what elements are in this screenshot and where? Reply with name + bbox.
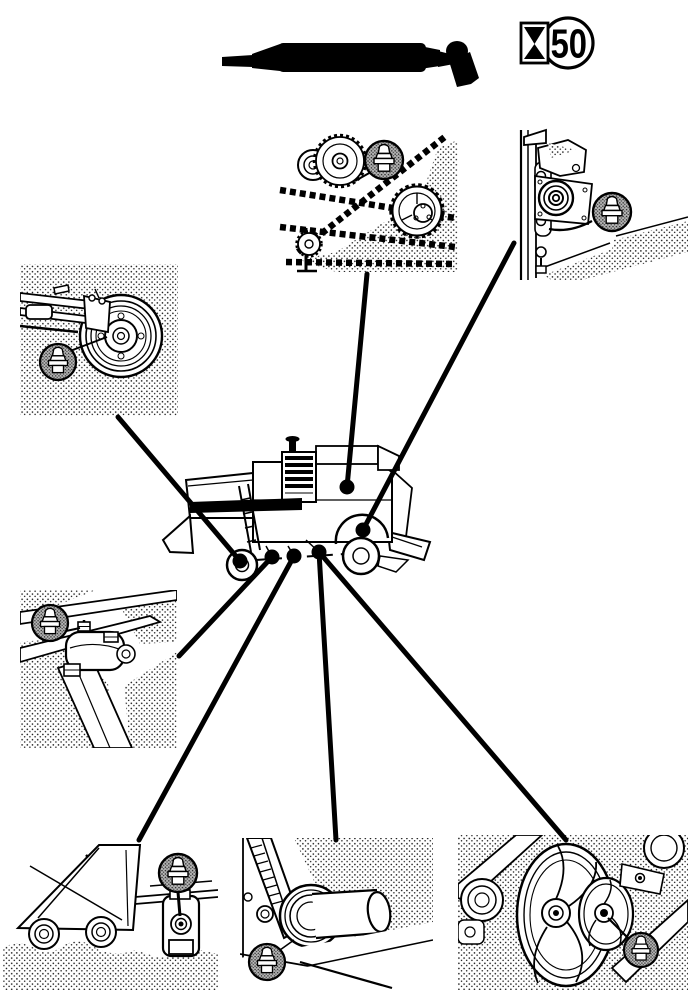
grease-pointer-line (548, 219, 593, 232)
grease-pointer-line (279, 939, 295, 951)
inset-pivot-roller (3, 844, 218, 990)
grease-point-dot-rear-axle (355, 522, 371, 538)
hourglass-icon (524, 27, 545, 59)
grease-pointer-line (176, 891, 182, 917)
combine-harvester (161, 436, 432, 582)
crop-divider (161, 513, 195, 555)
inset-chain-drive (279, 133, 458, 273)
grease-fitting-icon-wheel-hub (38, 342, 78, 382)
grease-fitting-icon-chain-drive (363, 139, 405, 181)
rear-wheel (341, 536, 381, 576)
inset-shaft-bearing (20, 590, 177, 748)
inset-pulley-shaft (240, 838, 433, 990)
grease-pointer-line (65, 627, 81, 632)
grease-fitting-icon-pivot-roller (157, 852, 199, 894)
grease-fitting-icon-shaft-bearing (30, 603, 70, 643)
callout-line-pivot-roller (136, 553, 297, 843)
callout-line-wheel-hub (115, 414, 243, 564)
exhaust-pipe (289, 440, 296, 452)
callout-line-variator-pulley (316, 549, 569, 843)
grease-pointer-line (607, 917, 629, 939)
callout-line-pulley-shaft (316, 549, 339, 843)
grease-gun-icon (222, 41, 479, 87)
inset-frame-bearing (519, 128, 688, 280)
unloading-auger (386, 530, 432, 562)
grease-point-dot-underbody-rear (311, 544, 327, 560)
callout-line-chain-drive (344, 271, 370, 490)
callout-line-shaft-bearing (176, 554, 275, 659)
grease-pointer-line (69, 336, 108, 352)
grease-point-dot-header-underside-mid (286, 548, 302, 564)
grease-point-dot-engine-deck (339, 479, 355, 495)
grease-point-dot-front-wheel-hub (232, 553, 248, 569)
interval-hours-value: 50 (551, 20, 587, 66)
grease-pointer-line (354, 171, 372, 182)
grease-fitting-icon-variator-pulley (622, 931, 660, 969)
callout-line-frame-bearing (360, 240, 517, 533)
grease-point-dot-header-underside-left (264, 549, 280, 565)
callout-overlay (115, 240, 569, 843)
inset-wheel-hub (20, 264, 178, 416)
inset-variator-pulley (458, 835, 688, 990)
grease-fitting-icon-frame-bearing (591, 191, 633, 233)
interval-badge: 50 (519, 16, 595, 70)
grease-fitting-icon-pulley-shaft (247, 942, 287, 982)
